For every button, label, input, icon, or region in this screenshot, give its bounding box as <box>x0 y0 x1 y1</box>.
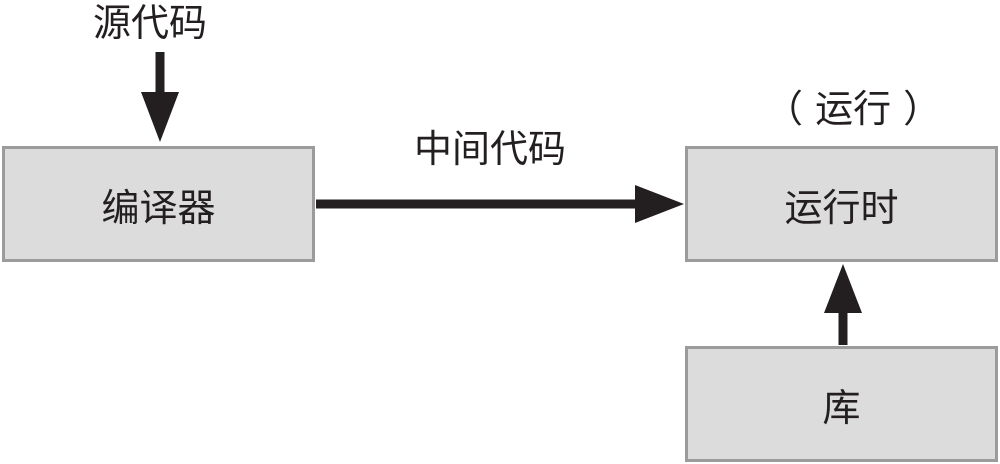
arrow-source-to-compiler <box>141 52 179 142</box>
library-node-label: 库 <box>822 385 861 430</box>
intermediate-code-label: 中间代码 <box>414 127 567 171</box>
runtime-node-label: 运行时 <box>784 185 899 230</box>
arrow-compiler-to-runtime <box>316 185 684 223</box>
arrow-library-to-runtime <box>824 264 862 345</box>
compiler-node: 编译器 <box>2 146 315 262</box>
compiler-node-label: 编译器 <box>101 185 216 230</box>
runtime-node: 运行时 <box>685 146 998 262</box>
run-label: （ 运行 ） <box>765 87 942 131</box>
source-code-label: 源代码 <box>93 1 208 45</box>
library-node: 库 <box>685 346 998 462</box>
